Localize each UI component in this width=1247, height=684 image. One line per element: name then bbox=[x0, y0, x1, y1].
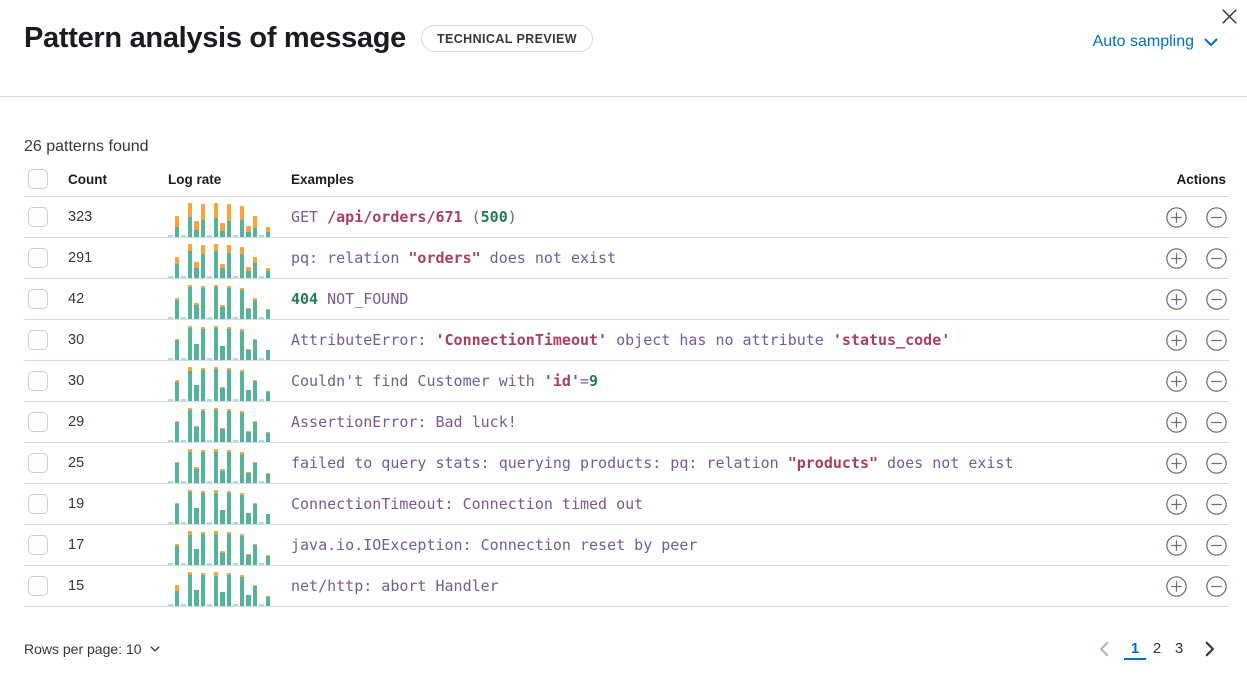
table-row: 323 GET /api/orders/671 (500) bbox=[24, 197, 1229, 238]
column-header-count[interactable]: Count bbox=[68, 171, 107, 187]
chevron-down-icon bbox=[150, 646, 159, 652]
row-checkbox[interactable] bbox=[28, 535, 48, 555]
patterns-table: Count Log rate Examples Actions 323 GET … bbox=[24, 169, 1229, 607]
chevron-right-icon bbox=[1205, 641, 1215, 657]
row-checkbox[interactable] bbox=[28, 371, 48, 391]
minus-in-circle-icon[interactable] bbox=[1206, 411, 1227, 433]
plus-in-circle-icon[interactable] bbox=[1166, 534, 1187, 556]
count-cell: 19 bbox=[68, 496, 85, 512]
example-cell: ConnectionTimeout: Connection timed out bbox=[291, 495, 644, 513]
count-cell: 30 bbox=[68, 332, 85, 348]
count-cell: 291 bbox=[68, 250, 93, 266]
minus-in-circle-icon[interactable] bbox=[1206, 329, 1227, 351]
flyout-header: Pattern analysis of message TECHNICAL PR… bbox=[0, 0, 1247, 97]
row-checkbox[interactable] bbox=[28, 207, 48, 227]
plus-in-circle-icon[interactable] bbox=[1166, 575, 1187, 597]
count-cell: 15 bbox=[68, 578, 85, 594]
count-cell: 17 bbox=[68, 537, 85, 553]
table-row: 29 AssertionError: Bad luck! bbox=[24, 402, 1229, 443]
minus-in-circle-icon[interactable] bbox=[1206, 575, 1227, 597]
log-rate-sparkline bbox=[168, 285, 270, 319]
row-checkbox[interactable] bbox=[28, 412, 48, 432]
example-cell: AssertionError: Bad luck! bbox=[291, 413, 517, 431]
log-rate-sparkline bbox=[168, 367, 270, 401]
count-cell: 29 bbox=[68, 414, 85, 430]
column-header-actions: Actions bbox=[1176, 171, 1226, 187]
log-rate-sparkline bbox=[168, 203, 270, 237]
table-row: 25 failed to query stats: querying produ… bbox=[24, 443, 1229, 484]
table-row: 30 AttributeError: 'ConnectionTimeout' o… bbox=[24, 320, 1229, 361]
previous-page-button[interactable] bbox=[1093, 637, 1117, 661]
count-cell: 323 bbox=[68, 209, 93, 225]
minus-in-circle-icon[interactable] bbox=[1206, 370, 1227, 392]
flyout-body: 26 patterns found Count Log rate Example… bbox=[0, 138, 1247, 661]
sampling-label: Auto sampling bbox=[1092, 33, 1194, 50]
close-icon[interactable] bbox=[1219, 6, 1239, 26]
log-rate-sparkline bbox=[168, 408, 270, 442]
technical-preview-badge: TECHNICAL PREVIEW bbox=[420, 25, 593, 52]
log-rate-sparkline bbox=[168, 449, 270, 483]
log-rate-sparkline bbox=[168, 326, 270, 360]
rows-per-page-button[interactable]: Rows per page: 10 bbox=[24, 641, 161, 657]
example-cell: 404 NOT_FOUND bbox=[291, 290, 409, 308]
page-3-button[interactable]: 3 bbox=[1168, 638, 1190, 660]
page-2-button[interactable]: 2 bbox=[1146, 638, 1168, 660]
sampling-dropdown[interactable]: Auto sampling bbox=[1093, 33, 1219, 51]
page-title: Pattern analysis of message bbox=[24, 22, 406, 54]
row-checkbox[interactable] bbox=[28, 330, 48, 350]
example-cell: net/http: abort Handler bbox=[291, 577, 499, 595]
plus-in-circle-icon[interactable] bbox=[1166, 206, 1187, 228]
table-row: 42 404 NOT_FOUND bbox=[24, 279, 1229, 320]
example-cell: AttributeError: 'ConnectionTimeout' obje… bbox=[291, 331, 951, 349]
row-checkbox[interactable] bbox=[28, 494, 48, 514]
log-rate-sparkline bbox=[168, 244, 270, 278]
minus-in-circle-icon[interactable] bbox=[1206, 493, 1227, 515]
row-checkbox[interactable] bbox=[28, 248, 48, 268]
plus-in-circle-icon[interactable] bbox=[1166, 329, 1187, 351]
select-all-checkbox[interactable] bbox=[28, 169, 48, 189]
log-rate-sparkline bbox=[168, 572, 270, 606]
next-page-button[interactable] bbox=[1197, 637, 1221, 661]
table-header-row: Count Log rate Examples Actions bbox=[24, 169, 1229, 197]
table-body: 323 GET /api/orders/671 (500) 291 bbox=[24, 197, 1229, 607]
column-header-log-rate[interactable]: Log rate bbox=[168, 171, 222, 187]
count-cell: 42 bbox=[68, 291, 85, 307]
plus-in-circle-icon[interactable] bbox=[1166, 493, 1187, 515]
count-cell: 25 bbox=[68, 455, 85, 471]
row-checkbox[interactable] bbox=[28, 289, 48, 309]
table-row: 30 Couldn't find Customer with 'id'=9 bbox=[24, 361, 1229, 402]
chevron-left-icon bbox=[1100, 641, 1109, 657]
table-row: 15 net/http: abort Handler bbox=[24, 566, 1229, 607]
minus-in-circle-icon[interactable] bbox=[1206, 534, 1227, 556]
column-header-examples[interactable]: Examples bbox=[291, 171, 355, 187]
plus-in-circle-icon[interactable] bbox=[1166, 452, 1187, 474]
example-cell: GET /api/orders/671 (500) bbox=[291, 208, 517, 226]
minus-in-circle-icon[interactable] bbox=[1206, 288, 1227, 310]
chevron-down-icon bbox=[1204, 38, 1218, 46]
count-cell: 30 bbox=[68, 373, 85, 389]
table-row: 17 java.io.IOException: Connection reset… bbox=[24, 525, 1229, 566]
log-rate-sparkline bbox=[168, 490, 270, 524]
row-checkbox[interactable] bbox=[28, 453, 48, 473]
table-row: 291 pq: relation "orders" does not exist bbox=[24, 238, 1229, 279]
plus-in-circle-icon[interactable] bbox=[1166, 411, 1187, 433]
page-1-button[interactable]: 1 bbox=[1124, 638, 1146, 660]
minus-in-circle-icon[interactable] bbox=[1206, 247, 1227, 269]
example-cell: pq: relation "orders" does not exist bbox=[291, 249, 617, 267]
example-cell: java.io.IOException: Connection reset by… bbox=[291, 536, 698, 554]
patterns-found-text: 26 patterns found bbox=[24, 138, 149, 155]
plus-in-circle-icon[interactable] bbox=[1166, 288, 1187, 310]
rows-per-page-label: Rows per page: 10 bbox=[24, 641, 142, 657]
table-row: 19 ConnectionTimeout: Connection timed o… bbox=[24, 484, 1229, 525]
plus-in-circle-icon[interactable] bbox=[1166, 247, 1187, 269]
minus-in-circle-icon[interactable] bbox=[1206, 452, 1227, 474]
example-cell: Couldn't find Customer with 'id'=9 bbox=[291, 372, 599, 390]
example-cell: failed to query stats: querying products… bbox=[291, 454, 1014, 472]
minus-in-circle-icon[interactable] bbox=[1206, 206, 1227, 228]
log-rate-sparkline bbox=[168, 531, 270, 565]
row-checkbox[interactable] bbox=[28, 576, 48, 596]
plus-in-circle-icon[interactable] bbox=[1166, 370, 1187, 392]
